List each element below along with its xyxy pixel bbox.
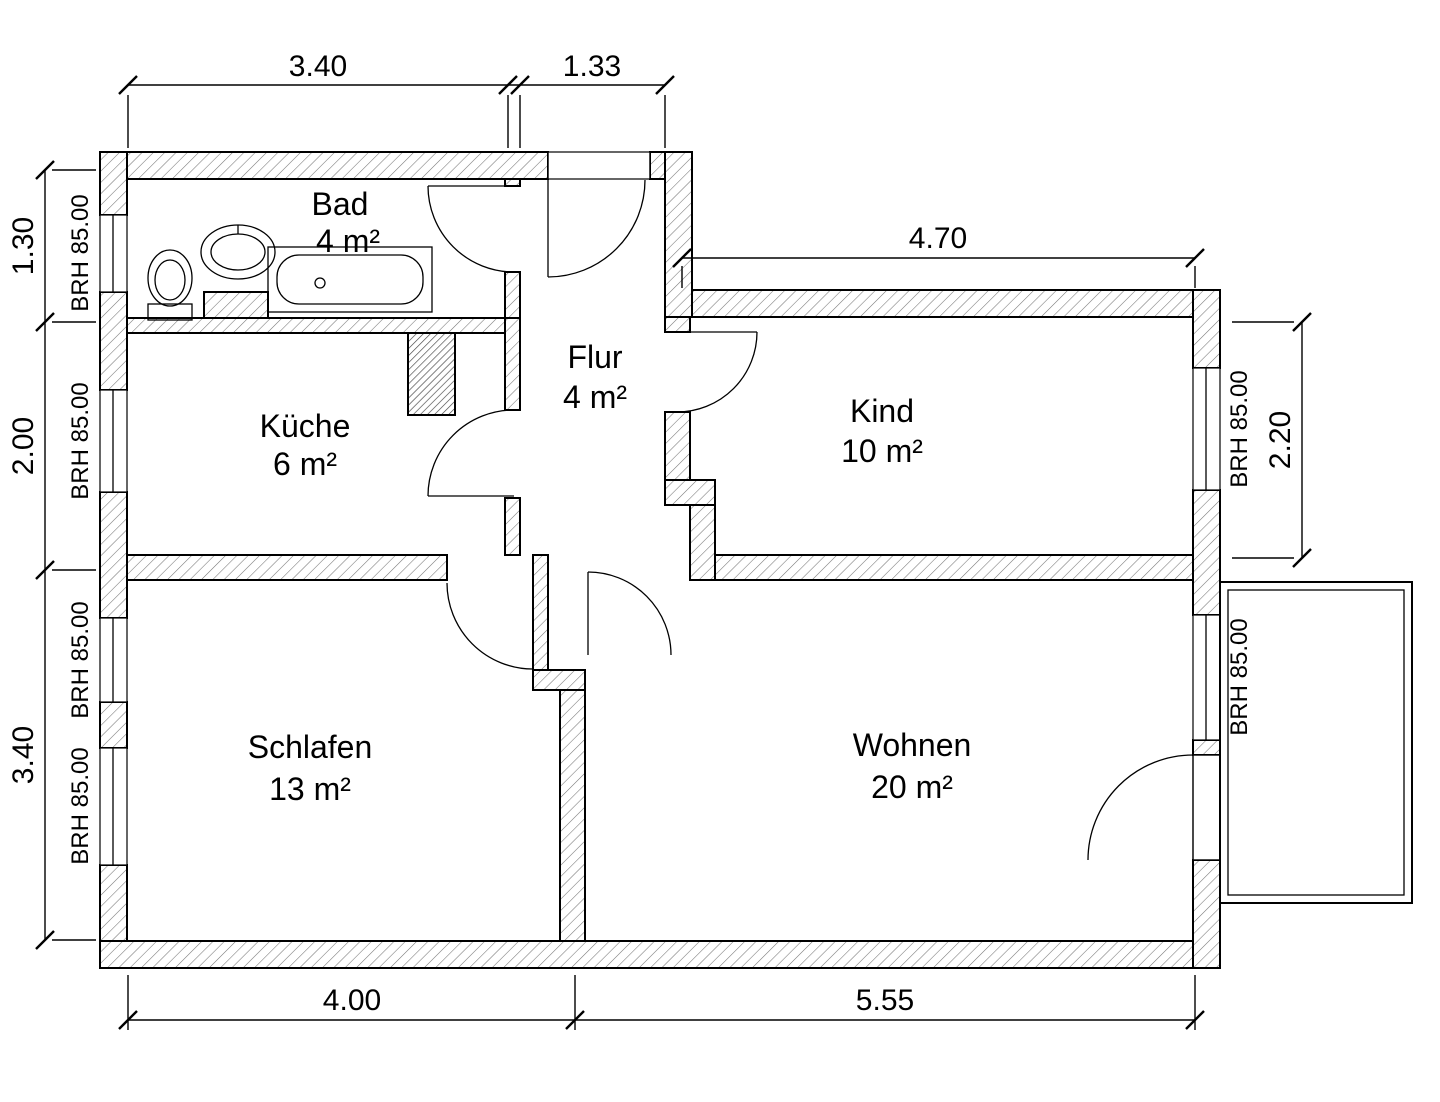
dimension-chain-kind-width: 4.70 bbox=[672, 222, 1205, 288]
dimension-label-left-bad: 1.30 bbox=[7, 217, 40, 275]
room-label-wohnen: Wohnen bbox=[853, 727, 972, 763]
windows bbox=[99, 214, 1221, 866]
balcony-door bbox=[1087, 754, 1221, 861]
schlafen-window-lower bbox=[99, 747, 128, 866]
schlafen-window-upper bbox=[99, 617, 128, 703]
dimension-label-left-schlafen: 3.40 bbox=[7, 726, 40, 784]
toilet bbox=[147, 249, 193, 321]
dimension-label-bottom-wohnen: 5.55 bbox=[856, 984, 914, 1017]
bad-door bbox=[427, 185, 515, 273]
room-labels: Bad 4 m² Flur 4 m² Küche 6 m² Kind 10 m²… bbox=[248, 186, 972, 807]
duct-shaft bbox=[407, 332, 456, 416]
sink bbox=[200, 224, 276, 280]
room-area-kueche: 6 m² bbox=[273, 446, 337, 482]
room-area-kind: 10 m² bbox=[841, 433, 923, 469]
dimension-label-top-main: 3.40 bbox=[289, 50, 347, 83]
dimension-label-top-flur: 1.33 bbox=[563, 50, 621, 83]
room-label-kind: Kind bbox=[850, 393, 914, 429]
room-area-schlafen: 13 m² bbox=[269, 771, 351, 807]
kind-window bbox=[1192, 367, 1221, 491]
balcony bbox=[1219, 581, 1413, 904]
window-sill-labels: BRH 85.00 BRH 85.00 BRH 85.00 BRH 85.00 … bbox=[67, 194, 1253, 864]
kind-door bbox=[676, 331, 758, 413]
room-label-flur: Flur bbox=[567, 339, 622, 375]
room-area-bad: 4 m² bbox=[316, 223, 380, 259]
room-area-wohnen: 20 m² bbox=[871, 769, 953, 805]
kueche-window bbox=[99, 389, 128, 493]
room-label-kueche: Küche bbox=[260, 408, 351, 444]
doors bbox=[427, 151, 1221, 861]
brh-label-bad: BRH 85.00 bbox=[67, 194, 94, 311]
dimension-chain-bottom: 4.00 5.55 bbox=[118, 975, 1205, 1030]
dimension-chain-right: 2.20 bbox=[1232, 312, 1312, 568]
exterior-walls bbox=[99, 151, 1221, 969]
dimension-label-kind-width: 4.70 bbox=[909, 222, 967, 255]
kueche-door bbox=[427, 409, 515, 497]
wohnen-door bbox=[587, 571, 672, 656]
bathtub bbox=[267, 246, 433, 313]
brh-label-schlafen-lower: BRH 85.00 bbox=[67, 747, 94, 864]
wohnen-window bbox=[1192, 614, 1221, 741]
brh-label-wohnen: BRH 85.00 bbox=[1226, 618, 1253, 735]
dimension-chain-top: 3.40 1.33 bbox=[118, 50, 675, 148]
room-label-bad: Bad bbox=[312, 186, 369, 222]
dimension-label-right-kind: 2.20 bbox=[1264, 411, 1297, 469]
entrance-door bbox=[547, 151, 651, 278]
bad-window bbox=[99, 214, 128, 293]
brh-label-kueche: BRH 85.00 bbox=[67, 382, 94, 499]
dimension-label-bottom-schlafen: 4.00 bbox=[323, 984, 381, 1017]
dimension-chain-left: 1.30 2.00 3.40 bbox=[7, 160, 96, 950]
schlafen-door bbox=[446, 582, 534, 670]
brh-label-schlafen-upper: BRH 85.00 bbox=[67, 601, 94, 718]
brh-label-kind: BRH 85.00 bbox=[1226, 370, 1253, 487]
dimension-label-left-kueche: 2.00 bbox=[7, 417, 40, 475]
room-label-schlafen: Schlafen bbox=[248, 729, 373, 765]
room-area-flur: 4 m² bbox=[563, 379, 627, 415]
interior-walls bbox=[126, 178, 1194, 942]
